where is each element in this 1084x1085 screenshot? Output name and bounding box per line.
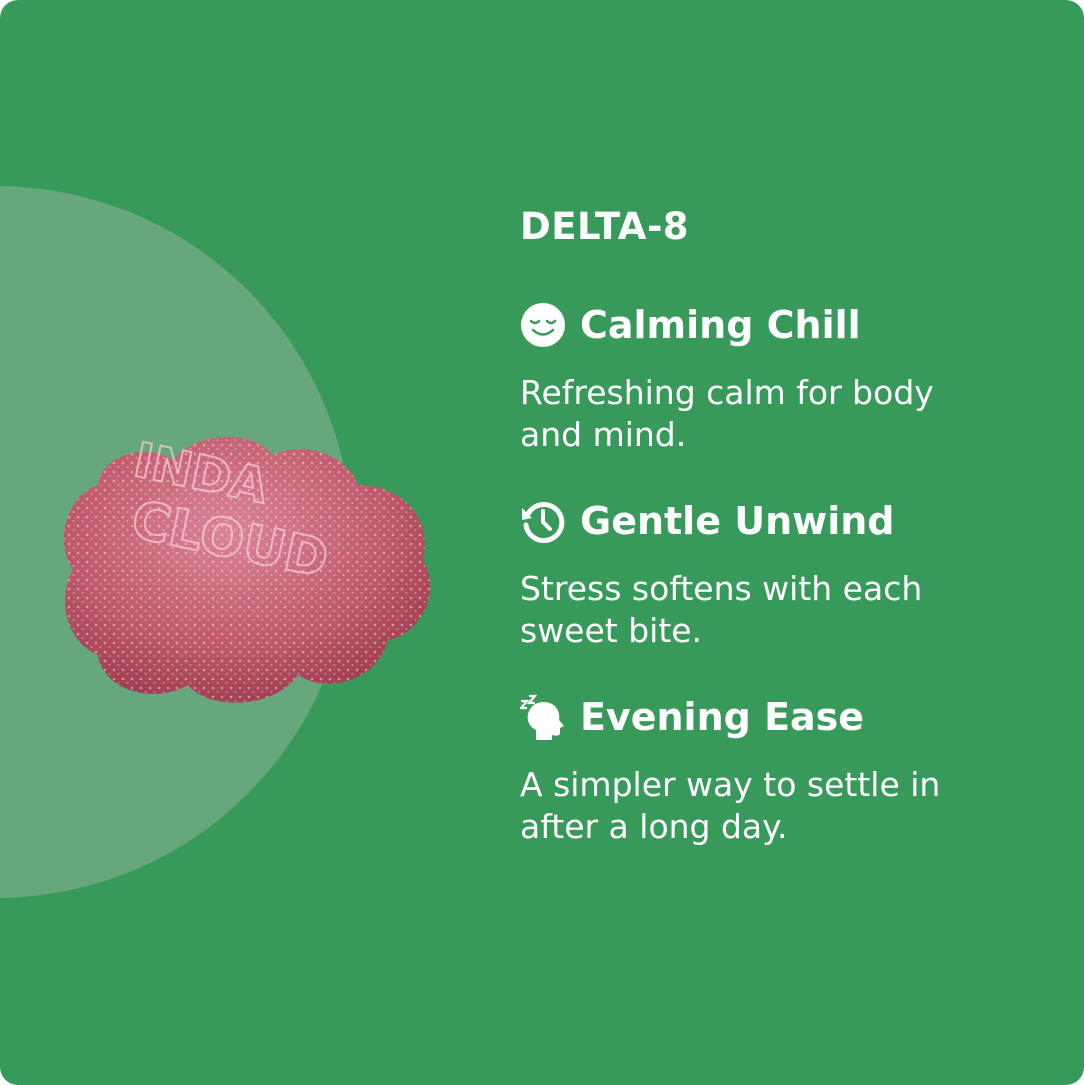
feature-description: Refreshing calm for body and mind. xyxy=(520,373,934,454)
feature-panel: DELTA-8 Calming Chill Refreshing calm fo… xyxy=(520,205,980,888)
feature-title: Gentle Unwind xyxy=(580,499,895,543)
sleeping-head-icon xyxy=(520,694,564,740)
feature-title: Evening Ease xyxy=(580,695,865,739)
product-category: DELTA-8 xyxy=(520,205,690,248)
relieved-face-icon xyxy=(521,303,565,347)
history-clock-icon xyxy=(522,502,565,544)
gummy-product-image: INDA CLOUD xyxy=(63,431,431,703)
feature-title: Calming Chill xyxy=(580,303,861,347)
feature-evening-ease: Evening Ease A simpler way to settle in … xyxy=(520,692,980,848)
feature-gentle-unwind: Gentle Unwind Stress softens with each s… xyxy=(520,496,980,652)
feature-calming-chill: Calming Chill Refreshing calm for body a… xyxy=(520,300,980,456)
feature-description: A simpler way to settle in after a long … xyxy=(520,765,941,846)
feature-description: Stress softens with each sweet bite. xyxy=(520,569,923,650)
